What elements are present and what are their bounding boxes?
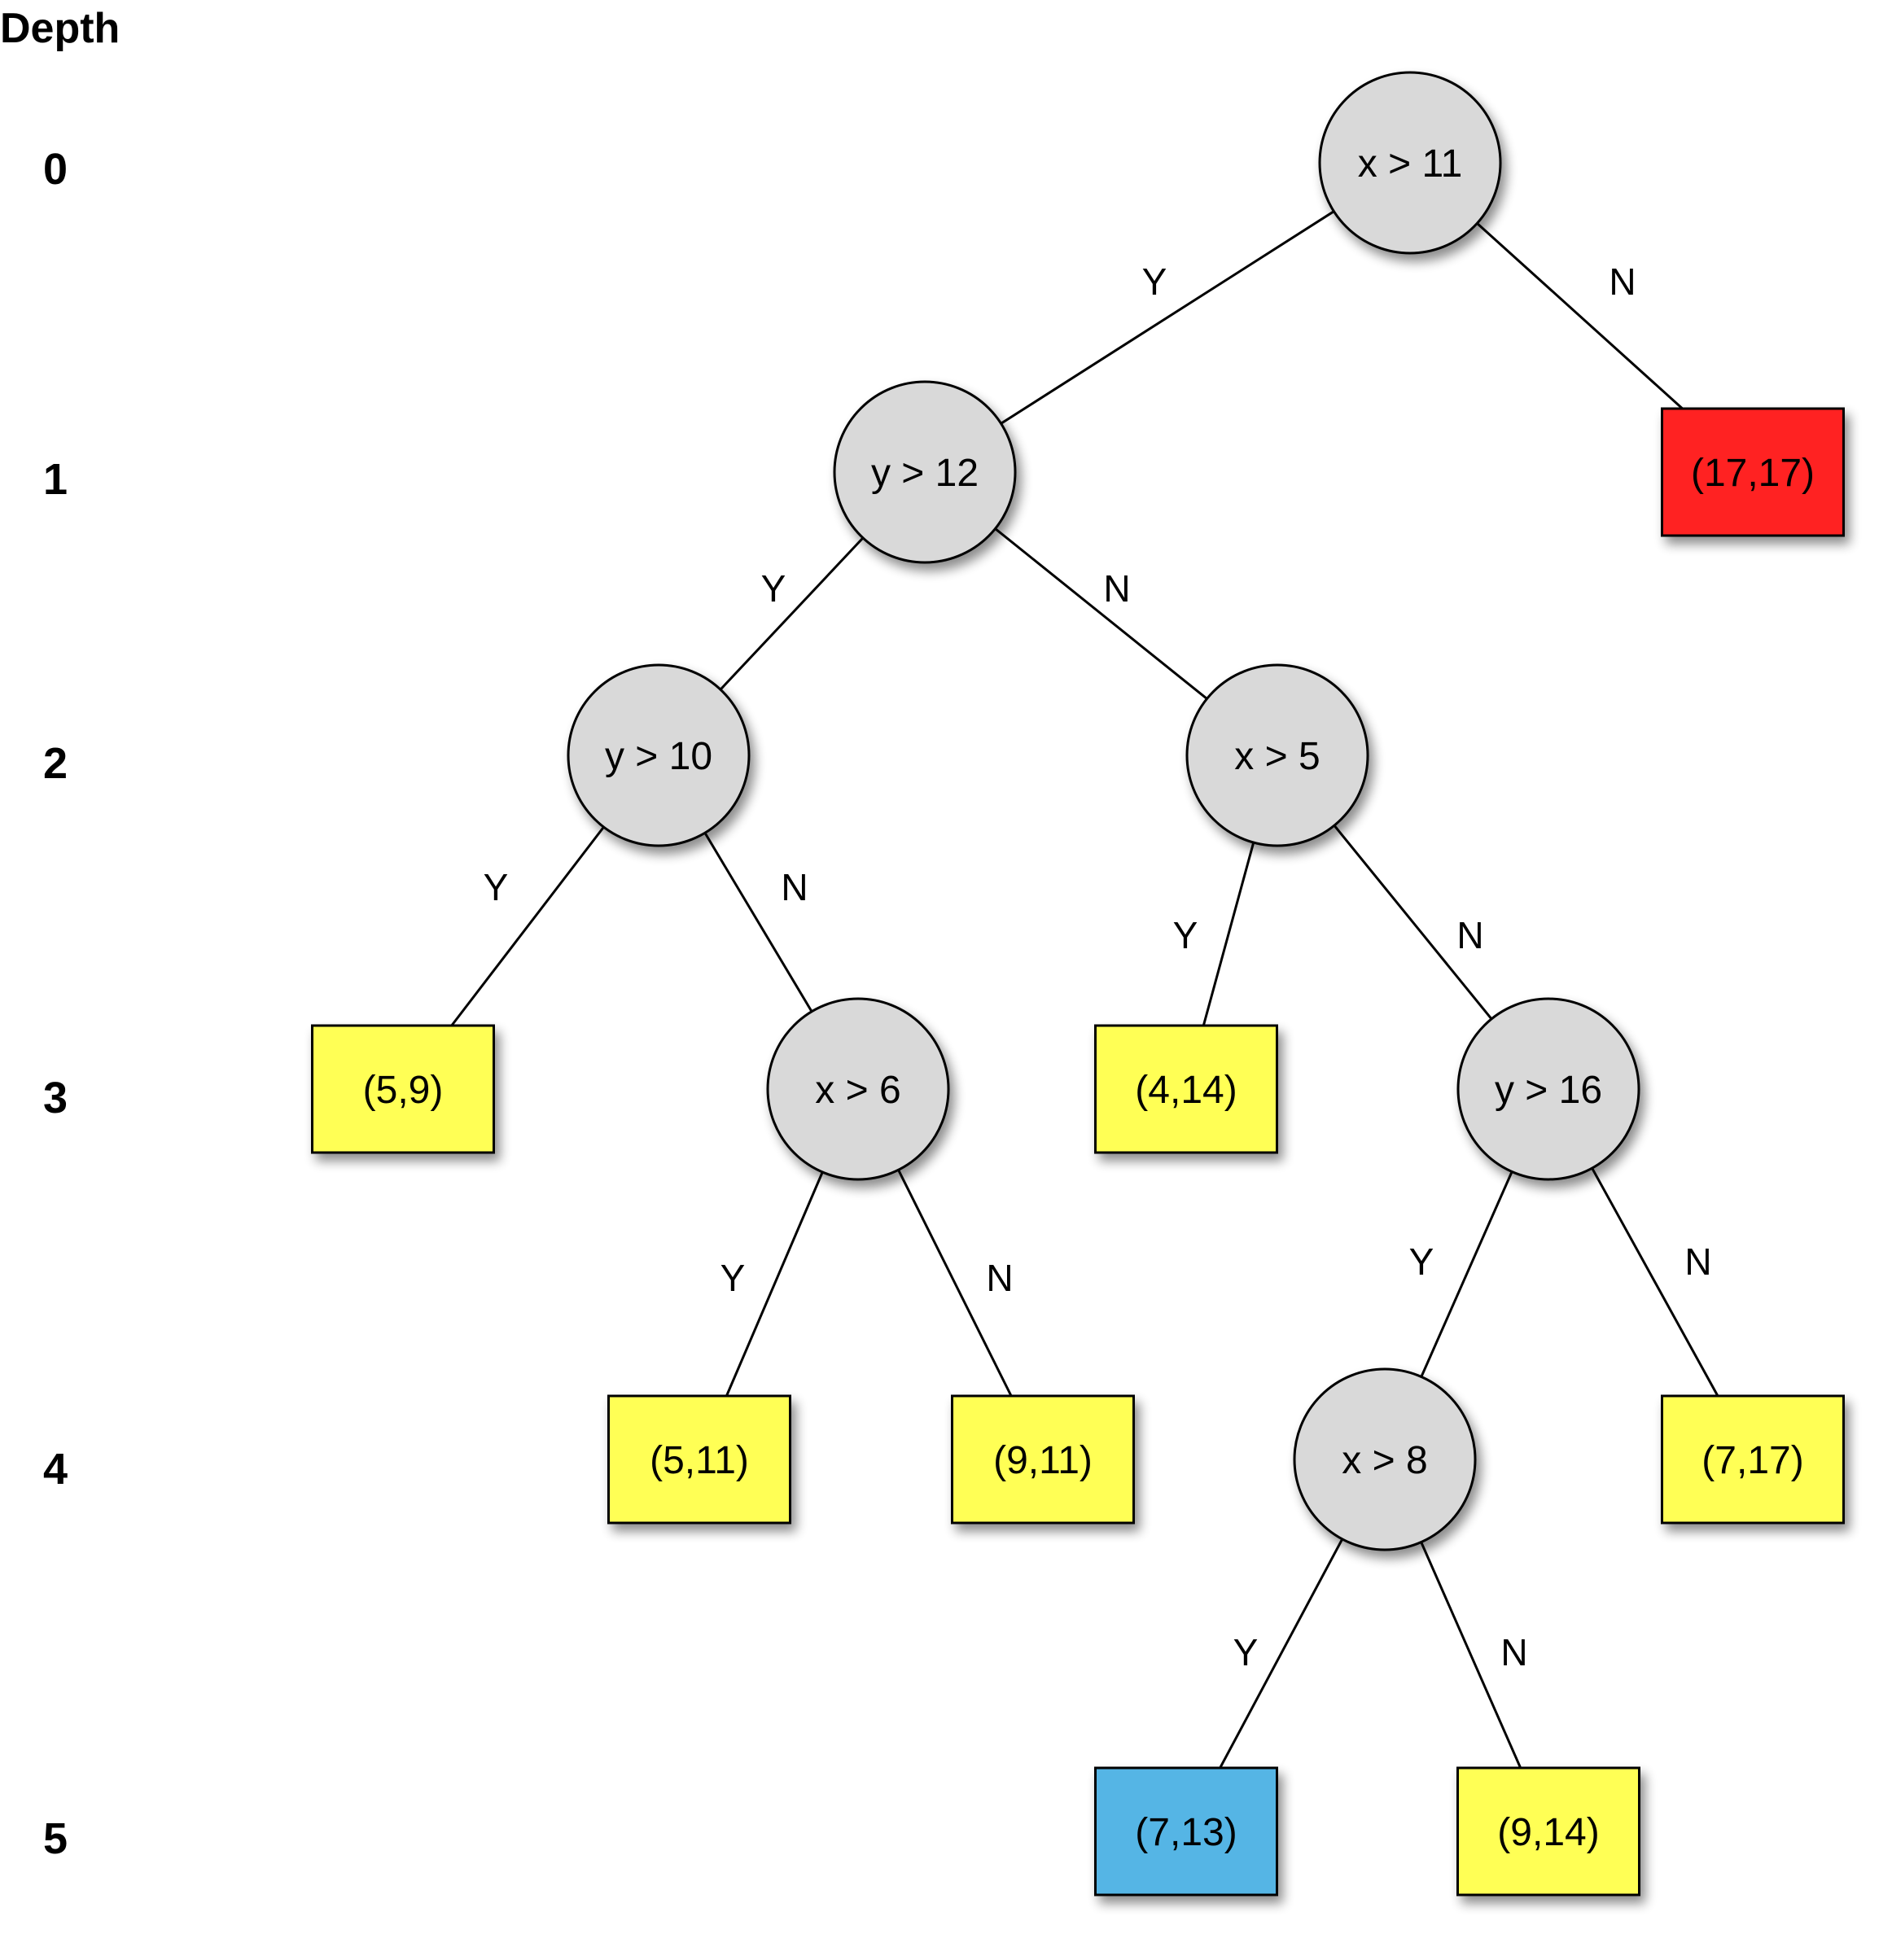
edge-label-no: N: [1609, 260, 1636, 303]
edge-n8-n12: [1591, 1167, 1719, 1397]
edge-n3-n5: [450, 826, 605, 1026]
nodes: x > 11 y > 12 (17,17) y > 10 x > 5 (5,9) x > 6…: [311, 71, 1845, 1897]
decision-node: x > 5: [1185, 663, 1369, 847]
leaf-box: [607, 1394, 791, 1525]
leaf-label: (17,17): [1691, 452, 1815, 495]
edge-n11-n14: [1420, 1542, 1522, 1769]
decision-circle: [567, 663, 751, 847]
edge-n1-n3: [719, 536, 865, 691]
depth-labels: 0 1 2 3 4 5: [43, 145, 68, 1863]
depth-label-2: 2: [43, 739, 68, 788]
edge-n11-n13: [1219, 1538, 1344, 1769]
edge-label-yes: Y: [1142, 260, 1167, 303]
leaf-box: [1456, 1766, 1640, 1897]
decision-circle: [766, 997, 950, 1181]
depth-label-0: 0: [43, 145, 68, 194]
leaf-label: (7,17): [1701, 1439, 1803, 1482]
decision-node: y > 10: [567, 663, 751, 847]
leaf-node: (5,11): [607, 1394, 791, 1525]
decision-node: x > 11: [1318, 71, 1502, 255]
leaf-node: (4,14): [1094, 1024, 1278, 1154]
depth-label-1: 1: [43, 455, 68, 504]
edge-label-no: N: [1103, 567, 1130, 610]
leaf-node: (17,17): [1661, 407, 1845, 537]
decision-label: y > 10: [605, 735, 712, 778]
edge-labels: Y N Y N Y N Y N Y N Y N Y N: [484, 260, 1712, 1673]
leaf-label: (9,14): [1497, 1811, 1599, 1854]
edge-label-no: N: [1500, 1631, 1527, 1673]
edge-label-yes: Y: [1233, 1631, 1259, 1673]
leaf-label: (7,13): [1135, 1811, 1237, 1854]
depth-label-5: 5: [43, 1814, 68, 1863]
edges: [450, 210, 1719, 1769]
leaf-label: (4,14): [1135, 1069, 1237, 1112]
decision-circle: [1293, 1367, 1477, 1551]
decision-node: x > 6: [766, 997, 950, 1181]
edge-n6-n10: [897, 1169, 1013, 1397]
decision-label: x > 6: [815, 1069, 900, 1112]
decision-label: y > 12: [871, 452, 979, 495]
edge-label-no: N: [1684, 1240, 1711, 1283]
edge-n1-n4: [994, 527, 1208, 700]
decision-circle: [1185, 663, 1369, 847]
decision-label: x > 5: [1234, 735, 1320, 778]
edge-label-yes: Y: [761, 567, 786, 610]
edge-label-no: N: [986, 1257, 1013, 1299]
edge-n0-n1: [1000, 210, 1335, 425]
decision-node: y > 12: [833, 380, 1017, 564]
decision-circle: [1318, 71, 1502, 255]
decision-label: x > 8: [1342, 1439, 1427, 1482]
edge-label-no: N: [1456, 914, 1483, 956]
decision-label: x > 11: [1358, 142, 1463, 186]
leaf-box: [951, 1394, 1135, 1525]
edge-n8-n11: [1420, 1170, 1513, 1378]
edge-n4-n8: [1333, 825, 1493, 1020]
leaf-box: [1094, 1766, 1278, 1897]
edge-label-yes: Y: [484, 866, 509, 908]
leaf-node: (7,13): [1094, 1766, 1278, 1897]
leaf-box: [311, 1024, 495, 1154]
edge-n3-n6: [703, 832, 813, 1013]
decision-circle: [1456, 997, 1640, 1181]
edge-n6-n9: [725, 1171, 824, 1397]
decision-circle: [833, 380, 1017, 564]
leaf-label: (5,9): [363, 1069, 444, 1112]
edge-label-yes: Y: [1173, 914, 1198, 956]
leaf-box: [1661, 1394, 1845, 1525]
leaf-node: (5,9): [311, 1024, 495, 1154]
decision-label: y > 16: [1495, 1069, 1602, 1112]
leaf-node: (9,14): [1456, 1766, 1640, 1897]
leaf-label: (9,11): [993, 1439, 1093, 1482]
decision-node: x > 8: [1293, 1367, 1477, 1551]
leaf-node: (9,11): [951, 1394, 1135, 1525]
depth-header: Depth: [0, 5, 120, 52]
depth-label-4: 4: [43, 1445, 68, 1494]
edge-label-no: N: [781, 866, 808, 908]
edge-n4-n7: [1202, 842, 1255, 1026]
leaf-box: [1661, 407, 1845, 537]
edge-label-yes: Y: [720, 1257, 746, 1299]
decision-node: y > 16: [1456, 997, 1640, 1181]
edge-label-yes: Y: [1409, 1240, 1434, 1283]
leaf-box: [1094, 1024, 1278, 1154]
edge-n0-n2: [1476, 222, 1684, 410]
leaf-label: (5,11): [650, 1439, 749, 1482]
leaf-node: (7,17): [1661, 1394, 1845, 1525]
depth-label-3: 3: [43, 1074, 68, 1122]
